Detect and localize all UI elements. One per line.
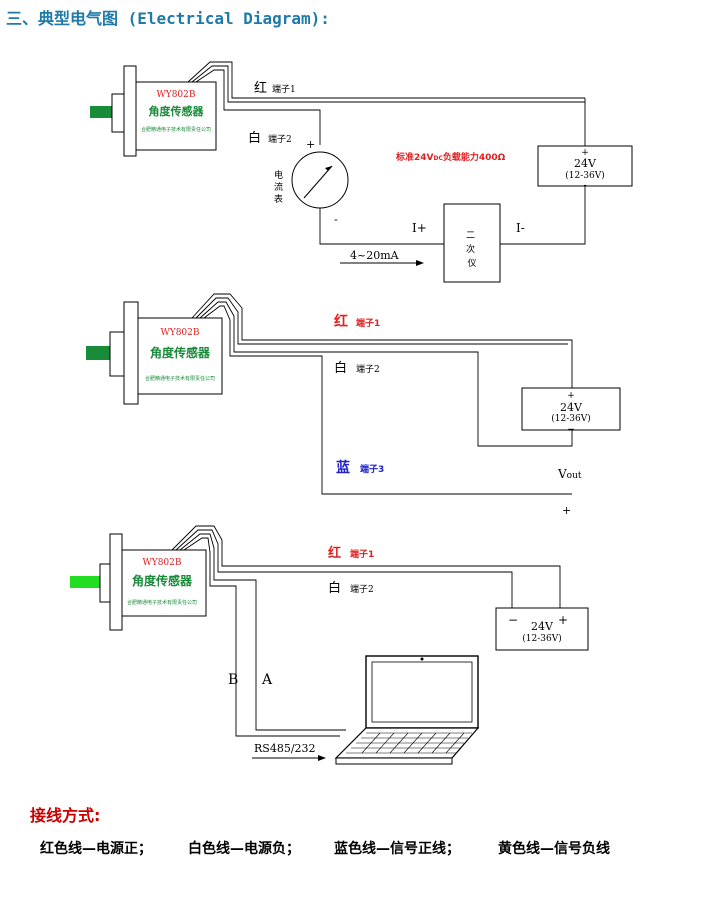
wire-white-label: 白 (328, 580, 341, 596)
terminal1-label: 端子1 (356, 317, 380, 329)
load-capacity-note: 标准24VDC负载能力400Ω (395, 151, 506, 163)
wire-blue-label: 蓝 (336, 459, 350, 476)
wire-red-label: 红 (328, 545, 341, 561)
diagram-rs485-output: WY802B 角度传感器 合肥精通电子技术有限责任公司 红 端子1 白 端子2 … (70, 525, 589, 765)
current-range-label: 4~20mA (350, 249, 400, 262)
wire-red-label: 红 (334, 313, 348, 330)
diagram-current-output: WY802B 角度传感器 合肥精通电子技术有限责任公司 红 端子1 白 端子2 … (90, 61, 633, 283)
terminal1-label: 端子1 (272, 83, 296, 95)
sensor-name: 角度传感器 (150, 345, 211, 360)
instrument-i-plus: I+ (412, 221, 427, 235)
vout-plus: + (562, 504, 571, 517)
supply-minus: − (508, 613, 518, 627)
signal-a-label: A (261, 672, 273, 688)
sensor-mount (109, 533, 123, 631)
terminal1-label: 端子1 (350, 548, 374, 560)
power-supply-box (521, 387, 621, 431)
secondary-instrument-label: 二 次 仪 (466, 231, 478, 269)
sensor-company: 合肥精通电子技术有限责任公司 (141, 126, 211, 133)
sensor-body (121, 549, 207, 617)
sensor-company: 合肥精通电子技术有限责任公司 (127, 599, 197, 606)
sensor-body (137, 317, 223, 395)
ammeter-label: 电 流 表 (274, 169, 286, 205)
cable-line (195, 297, 568, 345)
ammeter-minus: - (334, 213, 338, 226)
instrument-i-minus: I- (516, 221, 525, 235)
supply-plus: + (558, 613, 568, 627)
sensor-shaft (86, 346, 110, 360)
power-supply-box (537, 145, 633, 187)
ammeter-needle (303, 165, 333, 199)
terminal2-label: 端子2 (350, 583, 374, 595)
white-wire (195, 69, 321, 145)
supply-voltage: 24V (560, 401, 583, 414)
supply-minus: − (567, 425, 575, 435)
terminal3-label: 端子3 (360, 463, 384, 475)
supply-plus: + (581, 148, 589, 158)
ammeter-to-instrument-wire (319, 208, 444, 245)
wiring-item-blue: 蓝色线—信号正线； (334, 841, 460, 857)
sensor-model: WY802B (143, 558, 182, 568)
terminal2-label: 端子2 (268, 133, 292, 145)
secondary-instrument-box (443, 203, 501, 283)
sensor-shaft (90, 106, 112, 118)
sensor-mount (123, 301, 139, 405)
wire-white-label: 白 (334, 360, 347, 376)
ammeter-needle-arrow-icon (325, 166, 332, 171)
sensor-name: 角度传感器 (132, 573, 193, 588)
ammeter-plus: + (306, 138, 315, 151)
wiring-item-red: 红色线—电源正； (40, 841, 152, 857)
supply-range: (12-36V) (565, 170, 604, 181)
sensor-flange (111, 93, 125, 133)
supply-plus: + (567, 391, 575, 401)
terminal2-label: 端子2 (356, 363, 380, 375)
vout-label: Vout (557, 467, 582, 481)
cable-line (191, 65, 585, 103)
signal-b-wire (183, 537, 340, 737)
blue-wire (203, 305, 572, 495)
wiring-item-white: 白色线—电源负； (188, 841, 300, 857)
signal-a-wire (179, 533, 346, 731)
red-wire (187, 61, 585, 99)
white-wire (175, 529, 513, 608)
white-wire (199, 301, 573, 447)
wire-white-label: 白 (248, 130, 261, 146)
wire-red-label: 红 (254, 80, 267, 96)
power-supply-box (495, 607, 589, 651)
sensor-model: WY802B (161, 328, 200, 338)
page-title: 三、典型电气图 (Electrical Diagram): (6, 9, 330, 28)
sensor-mount (123, 65, 137, 157)
laptop-icon (334, 655, 480, 765)
instrument-to-supply-wire (500, 186, 586, 245)
diagram-voltage-output: WY802B 角度传感器 合肥精通电子技术有限责任公司 红 端子1 白 端子2 … (86, 293, 621, 517)
rs485-label: RS485/232 (254, 742, 316, 755)
signal-b-label: B (228, 672, 238, 688)
wiring-method-title: 接线方式: (30, 806, 101, 825)
current-arrow-head-icon (416, 260, 424, 266)
sensor-company: 合肥精通电子技术有限责任公司 (145, 375, 215, 382)
supply-range: (12-36V) (522, 633, 561, 644)
sensor-body (135, 81, 217, 151)
supply-minus: - (583, 181, 586, 191)
sensor-shaft (70, 576, 100, 588)
wiring-item-yellow: 黄色线—信号负线 (498, 841, 610, 857)
supply-range: (12-36V) (551, 413, 590, 424)
supply-voltage: 24V (574, 157, 597, 170)
red-wire (191, 293, 573, 388)
sensor-name: 角度传感器 (149, 104, 205, 118)
sensor-flange (99, 563, 111, 603)
supply-voltage: 24V (531, 620, 554, 633)
sensor-flange (109, 331, 125, 377)
red-wire (171, 525, 561, 610)
sensor-model: WY802B (157, 90, 196, 100)
rs485-arrow-head-icon (318, 755, 326, 761)
